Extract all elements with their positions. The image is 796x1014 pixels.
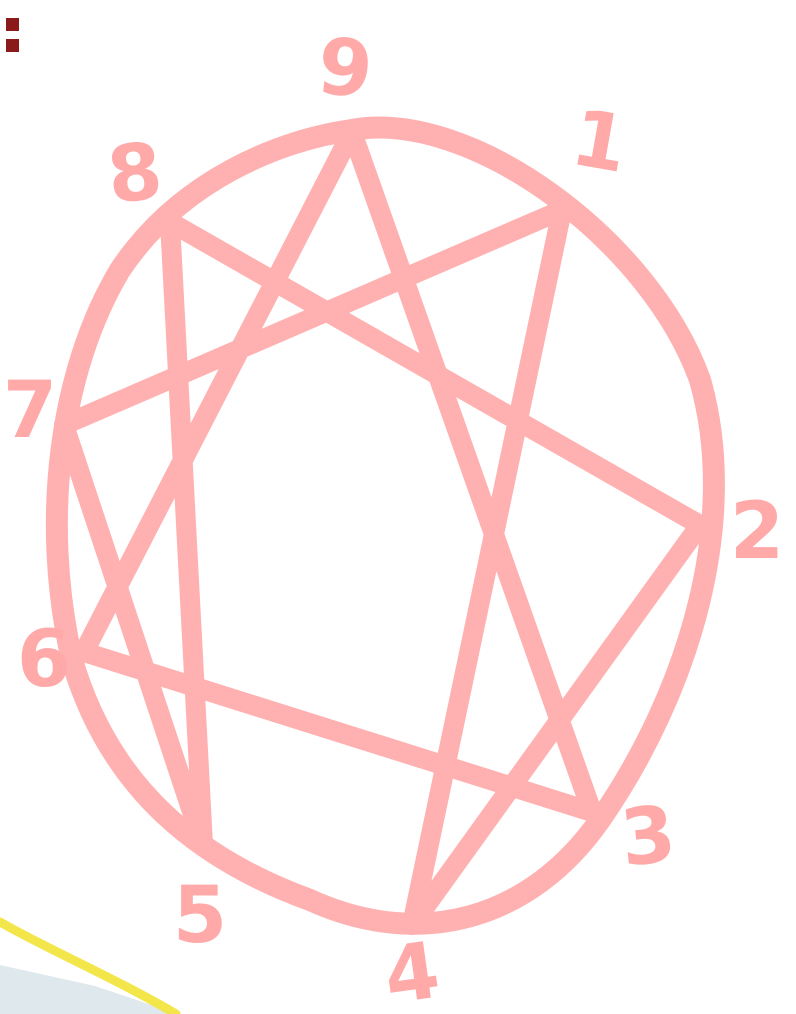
- point-label-1: 1: [565, 93, 634, 191]
- point-label-9: 9: [313, 21, 376, 116]
- point-label-7: 7: [3, 366, 57, 456]
- point-label-8: 8: [103, 126, 166, 221]
- point-label-6: 6: [17, 615, 71, 705]
- point-label-5: 5: [173, 871, 227, 961]
- point-label-3: 3: [617, 789, 680, 884]
- corner-decoration: [0, 922, 178, 1014]
- point-label-4: 4: [379, 926, 445, 1014]
- point-labels: 9 1 2 3 4 5 6 7 8: [3, 21, 784, 1014]
- point-label-2: 2: [730, 487, 784, 577]
